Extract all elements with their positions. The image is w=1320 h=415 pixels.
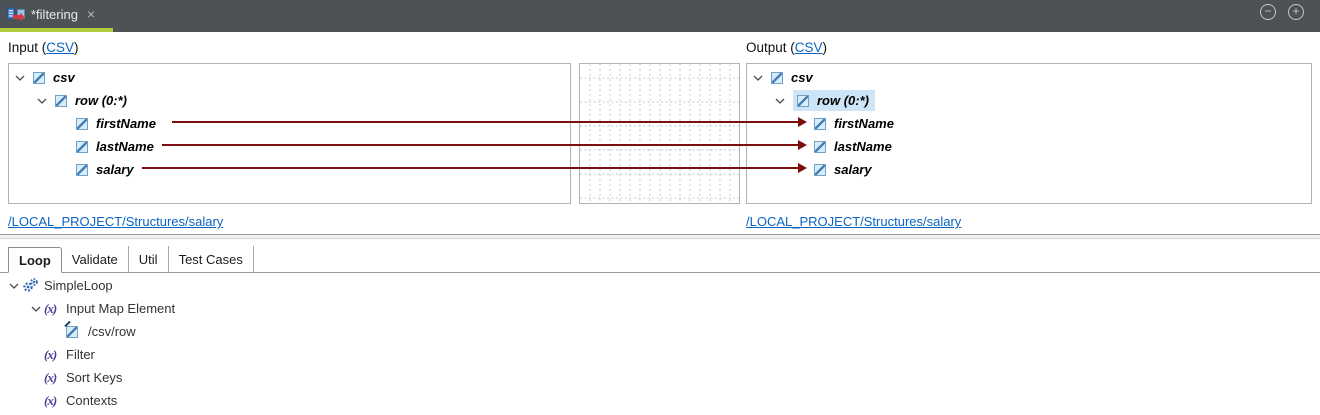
mapping-line-lastname[interactable] xyxy=(162,144,798,146)
tab-close-icon[interactable]: × xyxy=(86,6,96,22)
input-node-firstname[interactable]: firstName xyxy=(9,112,570,135)
input-tree-panel: csv row (0:*) firstName lastName salary xyxy=(8,63,571,204)
input-node-salary[interactable]: salary xyxy=(9,158,570,181)
active-tab-underline xyxy=(0,28,113,32)
input-header-prefix: Input ( xyxy=(8,40,47,55)
node-label: firstName xyxy=(834,116,894,131)
loop-node-simpleloop[interactable]: SimpleLoop xyxy=(0,274,700,297)
minimize-view-button[interactable]: − xyxy=(1260,4,1276,20)
node-label: row (0:*) xyxy=(75,93,127,108)
node-label: lastName xyxy=(834,139,892,154)
loop-node-sort-keys[interactable]: (x) Sort Keys xyxy=(0,366,700,389)
tab-test-cases[interactable]: Test Cases xyxy=(169,246,254,272)
output-structure-link[interactable]: /LOCAL_PROJECT/Structures/salary xyxy=(746,214,962,229)
loop-node-input-map-element[interactable]: (x) Input Map Element xyxy=(0,297,700,320)
element-icon xyxy=(55,94,67,107)
horizontal-sash[interactable] xyxy=(0,234,1320,239)
loop-node-csv-row[interactable]: /csv/row xyxy=(0,320,700,343)
output-node-lastname[interactable]: lastName xyxy=(747,135,1311,158)
mapping-line-firstname[interactable] xyxy=(172,121,798,123)
output-csv-link[interactable]: CSV xyxy=(794,40,823,55)
input-node-lastname[interactable]: lastName xyxy=(9,135,570,158)
node-label: csv xyxy=(53,70,75,85)
node-label: row (0:*) xyxy=(817,93,869,108)
mapping-arrow-icon xyxy=(798,163,807,173)
maximize-view-button[interactable]: + xyxy=(1288,4,1304,20)
element-icon xyxy=(814,140,826,153)
chevron-down-icon[interactable] xyxy=(13,75,27,81)
node-label: salary xyxy=(834,162,872,177)
node-label: firstName xyxy=(96,116,156,131)
bottom-tab-bar: Loop Validate Util Test Cases xyxy=(0,246,1320,273)
gears-icon xyxy=(22,278,40,293)
loop-node-filter[interactable]: (x) Filter xyxy=(0,343,700,366)
selected-node-highlight: row (0:*) xyxy=(793,90,875,111)
output-header-prefix: Output ( xyxy=(746,40,795,55)
loop-node-label: SimpleLoop xyxy=(44,278,113,293)
mapping-grid-panel xyxy=(579,63,740,204)
view-buttons: − + xyxy=(1260,4,1304,20)
chevron-down-icon[interactable] xyxy=(751,75,765,81)
element-icon xyxy=(76,163,88,176)
output-node-firstname[interactable]: firstName xyxy=(747,112,1311,135)
loop-node-contexts[interactable]: (x) Contexts xyxy=(0,389,700,412)
input-csv-link[interactable]: CSV xyxy=(46,40,75,55)
output-node-csv[interactable]: csv xyxy=(747,66,1311,89)
output-node-row-selected[interactable]: row (0:*) xyxy=(747,89,1311,112)
chevron-down-icon[interactable] xyxy=(6,283,22,289)
input-structure-link[interactable]: /LOCAL_PROJECT/Structures/salary xyxy=(8,214,224,229)
tab-title: *filtering xyxy=(31,6,78,22)
chevron-down-icon[interactable] xyxy=(773,98,787,104)
input-node-csv[interactable]: csv xyxy=(9,66,570,89)
element-icon xyxy=(797,94,809,107)
tab-loop[interactable]: Loop xyxy=(8,247,62,273)
variable-icon: (x) xyxy=(44,346,57,362)
element-icon xyxy=(33,71,45,84)
tab-filtering[interactable]: *filtering × xyxy=(0,0,113,28)
element-icon xyxy=(814,117,826,130)
element-icon xyxy=(814,163,826,176)
mapping-arrow-icon xyxy=(798,117,807,127)
output-header: Output (CSV) xyxy=(746,40,827,55)
output-header-suffix: ) xyxy=(822,40,828,55)
node-label: lastName xyxy=(96,139,154,154)
editor-tab-bar: *filtering × − + xyxy=(0,0,1320,32)
input-header-suffix: ) xyxy=(74,40,79,55)
node-label: csv xyxy=(791,70,813,85)
chevron-down-icon[interactable] xyxy=(35,98,49,104)
variable-icon: (x) xyxy=(44,369,57,385)
tab-util[interactable]: Util xyxy=(129,246,169,272)
element-icon xyxy=(771,71,783,84)
mapping-arrow-icon xyxy=(798,140,807,150)
loop-node-label: Contexts xyxy=(66,393,118,408)
dashed-grid xyxy=(580,64,739,203)
loop-node-label: /csv/row xyxy=(88,324,136,339)
input-header: Input (CSV) xyxy=(8,40,79,55)
element-icon xyxy=(76,140,88,153)
loop-tree: SimpleLoop (x) Input Map Element /csv/ro… xyxy=(0,274,700,412)
variable-icon: (x) xyxy=(44,392,57,408)
input-node-row[interactable]: row (0:*) xyxy=(9,89,570,112)
node-label: salary xyxy=(96,162,134,177)
chevron-down-icon[interactable] xyxy=(28,306,44,312)
element-icon xyxy=(76,117,88,130)
variable-icon: (x) xyxy=(44,300,57,316)
map-element-icon xyxy=(66,325,84,338)
loop-node-label: Sort Keys xyxy=(66,370,123,385)
output-tree-panel: csv row (0:*) firstName lastName salary xyxy=(746,63,1312,204)
tab-validate[interactable]: Validate xyxy=(62,246,129,272)
output-node-salary[interactable]: salary xyxy=(747,158,1311,181)
mapping-line-salary[interactable] xyxy=(142,167,798,169)
mapping-file-icon xyxy=(7,7,25,21)
loop-node-label: Input Map Element xyxy=(66,301,176,316)
loop-node-label: Filter xyxy=(66,347,95,362)
